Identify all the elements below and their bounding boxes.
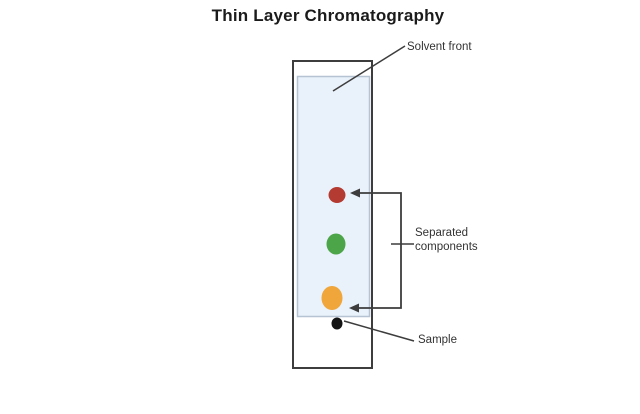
green-spot (326, 233, 346, 255)
diagram-title: Thin Layer Chromatography (211, 6, 445, 25)
sample-label: Sample (418, 334, 457, 346)
sample-leader-line (343, 320, 415, 342)
separated-components-label: Separated components (415, 226, 478, 254)
separated-components-label-line1: Separated (415, 227, 469, 239)
solvent-front-leader-line (332, 45, 406, 92)
sample-spot (331, 317, 343, 330)
orange-spot (321, 286, 343, 310)
separated-components-label-line2: components (415, 241, 478, 253)
bracket-arrowhead-bottom-icon (349, 303, 359, 313)
solvent-front-label: Solvent front (407, 41, 472, 53)
solvent-region (296, 75, 371, 318)
red-spot (328, 187, 346, 203)
bracket-arrowhead-top-icon (350, 188, 360, 198)
separated-components-bracket (358, 192, 402, 309)
